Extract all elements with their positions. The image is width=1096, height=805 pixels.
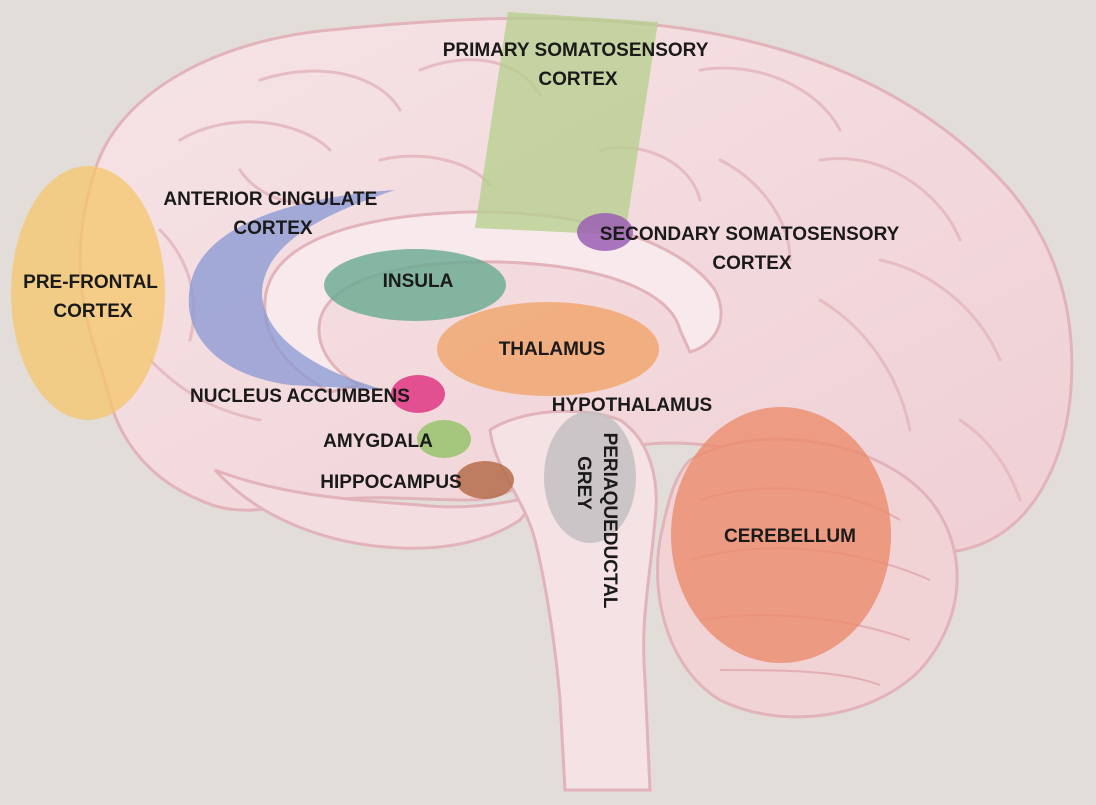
nucleus-accumbens-label: NUCLEUS ACCUMBENS [190,386,410,407]
periaqueductal-grey-label: PERIAQUEDUCTAL GREY [573,433,620,614]
thalamus-label: THALAMUS [499,339,606,360]
primary-somatosensory-cortex-region [475,12,658,235]
cerebellum-region [671,407,891,663]
nucleus-accumbens-region [391,375,445,413]
secondary-somatosensory-cortex-region [577,213,633,251]
insula-label: INSULA [383,271,454,292]
cerebellum-label: CEREBELLUM [724,526,856,547]
hippocampus-region [456,461,514,499]
hypothalamus-label: HYPOTHALAMUS [552,395,712,416]
thalamus-region [437,302,659,396]
pre-frontal-cortex-label: PRE-FRONTAL CORTEX [23,272,163,322]
pre-frontal-cortex-region [11,166,165,420]
region-labels: PRE-FRONTAL CORTEX ANTERIOR CINGULATE CO… [23,40,904,614]
periaqueductal-grey-region [544,411,636,543]
amygdala-region [417,420,471,458]
hippocampus-label: HIPPOCAMPUS [320,472,461,493]
anterior-cingulate-cortex-label: ANTERIOR CINGULATE CORTEX [163,189,382,239]
region-overlays [11,12,891,663]
secondary-somatosensory-cortex-label: SECONDARY SOMATOSENSORY CORTEX [600,224,904,274]
amygdala-label: AMYGDALA [323,431,433,452]
anterior-cingulate-cortex-region [188,190,395,390]
insula-region [324,249,506,321]
primary-somatosensory-cortex-label: PRIMARY SOMATOSENSORY CORTEX [443,40,714,90]
